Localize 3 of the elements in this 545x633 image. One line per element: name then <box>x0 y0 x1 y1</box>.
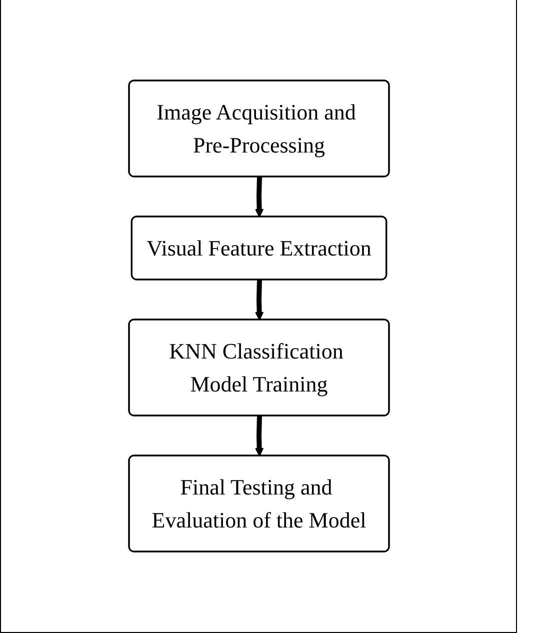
arrow <box>254 280 264 320</box>
arrow <box>254 176 264 218</box>
arrow <box>254 416 264 456</box>
